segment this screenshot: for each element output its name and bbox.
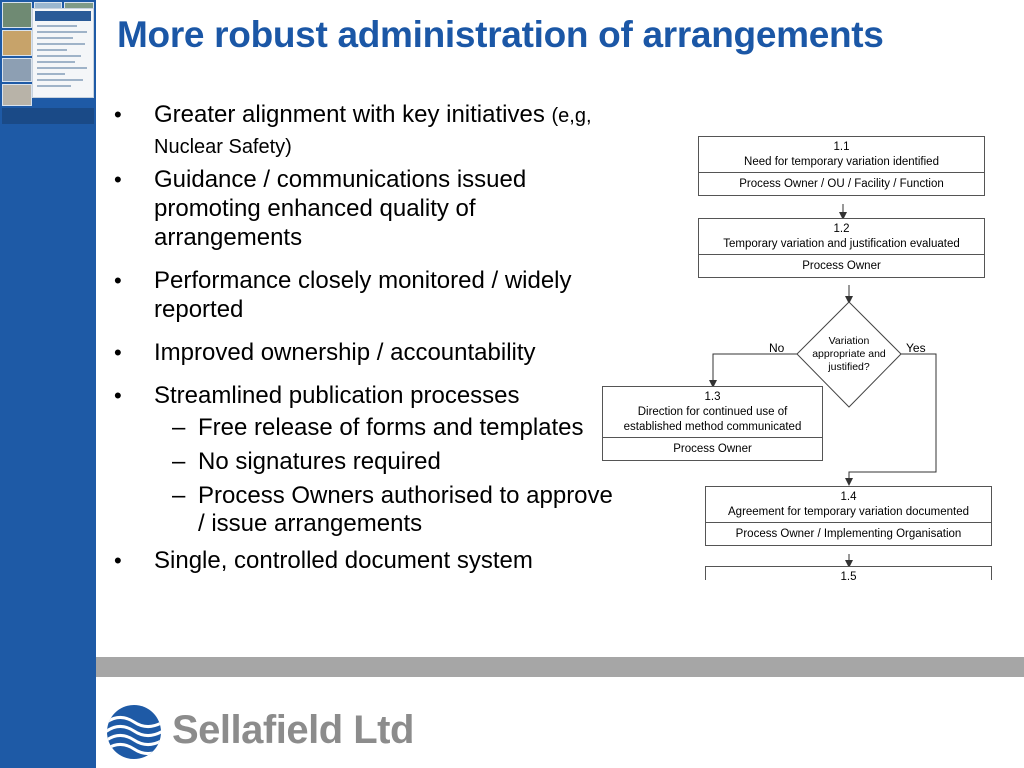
flow-box-owner: Process Owner — [802, 260, 881, 272]
flowchart-connectors — [709, 204, 937, 568]
flow-box-owner: Process Owner / Implementing Organisatio… — [735, 528, 962, 540]
yes-label: Yes — [906, 341, 926, 355]
bullet-item: Greater alignment with key initiatives (… — [114, 100, 614, 162]
thumbnail-collage — [2, 2, 94, 124]
sub-bullet-text: Free release of forms and templates — [198, 414, 584, 441]
flow-box-id: 1.4 — [840, 491, 857, 503]
flow-box-id: 1.5 — [840, 571, 857, 580]
flow-box-id: 1.1 — [833, 141, 850, 153]
bullet-text: Greater alignment with key initiatives — [154, 101, 545, 128]
flow-box-id: 1.2 — [833, 223, 850, 235]
process-flowchart: 1.1 Need for temporary variation identif… — [600, 130, 1000, 580]
decision-text: Variation appropriate and justified? — [812, 335, 886, 373]
bullet-item: Performance closely monitored / widely r… — [114, 266, 614, 324]
bullet-text: Single, controlled document system — [154, 547, 533, 574]
flow-box-title: Temporary variation and justification ev… — [723, 238, 960, 250]
flow-box-title: Agreement for temporary variation docume… — [728, 506, 969, 518]
flow-box-1-3: 1.3 Direction for continued use of estab… — [602, 386, 823, 461]
footer-bar — [96, 657, 1024, 677]
bullet-list: Greater alignment with key initiatives (… — [114, 100, 614, 575]
flow-box-title: Need for temporary variation identified — [744, 156, 939, 168]
page-title: More robust administration of arrangemen… — [117, 14, 884, 55]
sellafield-logo-icon — [107, 705, 161, 759]
flow-box-title: Direction for continued use of establish… — [623, 406, 802, 433]
flow-box-owner: Process Owner / OU / Facility / Function — [739, 178, 944, 190]
connector-no-branch — [709, 353, 797, 388]
bullet-item: Guidance / communications issued promoti… — [114, 165, 614, 252]
sub-bullet-item: Process Owners authorised to approve / i… — [114, 482, 614, 538]
bullet-item: Improved ownership / accountability — [114, 338, 614, 367]
bullet-item: Streamlined publication processes — [114, 381, 614, 410]
sub-bullet-item: No signatures required — [114, 448, 614, 476]
flow-box-1-1: 1.1 Need for temporary variation identif… — [698, 136, 985, 196]
flow-box-owner: Process Owner — [673, 443, 752, 455]
bullet-text: Performance closely monitored / widely r… — [154, 267, 572, 323]
no-label: No — [769, 341, 785, 355]
connector-yes-branch — [845, 353, 937, 486]
document-thumbnail — [32, 8, 94, 98]
decision-diamond — [796, 301, 902, 408]
bullet-text: Guidance / communications issued promoti… — [154, 166, 527, 251]
flow-box-1-4: 1.4 Agreement for temporary variation do… — [705, 486, 992, 546]
flow-box-id: 1.3 — [704, 391, 721, 403]
flow-box-1-2: 1.2 Temporary variation and justificatio… — [698, 218, 985, 278]
flow-box-1-5: 1.5 — [705, 566, 992, 580]
company-logo-text: Sellafield Ltd — [172, 708, 414, 752]
sub-bullet-text: No signatures required — [198, 448, 441, 475]
bullet-note: (e,g, Nuclear Safety) — [154, 105, 592, 158]
bullet-text: Streamlined publication processes — [154, 382, 520, 409]
sub-bullet-item: Free release of forms and templates — [114, 414, 614, 442]
sub-bullet-text: Process Owners authorised to approve / i… — [198, 482, 613, 537]
bullet-text: Improved ownership / accountability — [154, 339, 536, 366]
bullet-item: Single, controlled document system — [114, 546, 614, 575]
side-band — [0, 0, 96, 768]
